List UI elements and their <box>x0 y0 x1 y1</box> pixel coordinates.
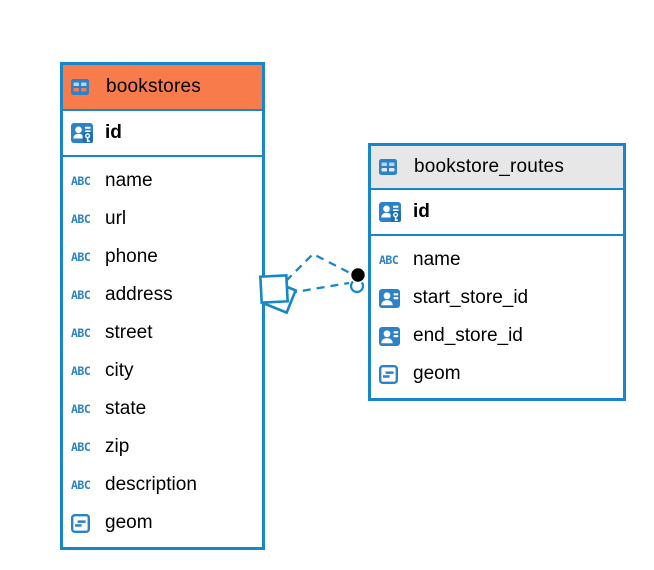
table-bookstore-routes-header[interactable]: bookstore_routes <box>371 146 623 188</box>
table-name: bookstores <box>106 76 201 97</box>
table-bookstore-routes[interactable]: bookstore_routes id <box>368 143 626 401</box>
field-name: url <box>105 208 127 229</box>
relation-line-upper[interactable] <box>285 252 353 282</box>
text-type-icon: ABC <box>71 440 91 454</box>
relation-source-diamond-marker[interactable] <box>258 273 298 315</box>
field-row[interactable]: geom <box>371 355 623 393</box>
field-name: geom <box>413 363 461 384</box>
field-name: geom <box>105 512 153 533</box>
reference-person-icon <box>379 326 405 346</box>
field-row[interactable]: start_store_id <box>371 279 623 317</box>
relation-line-lower[interactable] <box>288 281 350 295</box>
field-row[interactable]: ABC zip <box>63 428 262 466</box>
text-type-icon: ABC <box>71 288 91 302</box>
field-name: phone <box>105 246 158 267</box>
divider <box>63 155 262 157</box>
field-name: id <box>413 201 430 222</box>
field-row[interactable]: geom <box>63 504 262 542</box>
text-type-icon: ABC <box>71 364 91 378</box>
field-name: city <box>105 360 134 381</box>
field-row[interactable]: ABC state <box>63 390 262 428</box>
table-name: bookstore_routes <box>414 156 565 177</box>
field-name: end_store_id <box>413 325 523 346</box>
text-type-icon: ABC <box>71 212 91 226</box>
field-name: name <box>105 170 153 191</box>
table-bookstores[interactable]: bookstores id ABC <box>60 62 265 550</box>
field-name: address <box>105 284 173 305</box>
field-name: street <box>105 322 153 343</box>
text-type-icon: ABC <box>71 174 91 188</box>
field-name: zip <box>105 436 130 457</box>
text-type-icon: ABC <box>71 402 91 416</box>
field-row[interactable]: ABC description <box>63 466 262 504</box>
field-row[interactable]: ABC street <box>63 314 262 352</box>
table-icon <box>71 79 97 95</box>
field-row[interactable]: ABC address <box>63 276 262 314</box>
table-bookstores-header[interactable]: bookstores <box>63 65 262 109</box>
primary-key-icon <box>71 123 97 143</box>
field-name: id <box>105 122 122 143</box>
field-row-pk[interactable]: id <box>371 190 623 234</box>
divider <box>371 188 623 190</box>
field-row-pk[interactable]: id <box>63 111 262 155</box>
divider <box>63 109 262 111</box>
field-row[interactable]: ABC name <box>371 241 623 279</box>
field-list: ABC name start_store_id <box>371 236 623 398</box>
relation-target-circle-marker[interactable] <box>349 266 367 294</box>
field-name: state <box>105 398 147 419</box>
text-type-icon: ABC <box>71 326 91 340</box>
geometry-type-icon <box>379 364 405 384</box>
field-row[interactable]: ABC phone <box>63 238 262 276</box>
field-row[interactable]: ABC url <box>63 200 262 238</box>
field-row[interactable]: ABC city <box>63 352 262 390</box>
text-type-icon: ABC <box>71 250 91 264</box>
field-row[interactable]: end_store_id <box>371 317 623 355</box>
primary-key-icon <box>379 202 405 222</box>
field-list: ABC name ABC url ABC phone ABC address A… <box>63 157 262 547</box>
table-icon <box>379 159 405 175</box>
text-type-icon: ABC <box>71 478 91 492</box>
field-name: start_store_id <box>413 287 529 308</box>
field-name: name <box>413 249 461 270</box>
divider <box>371 234 623 236</box>
field-name: description <box>105 474 197 495</box>
geometry-type-icon <box>71 513 97 533</box>
text-type-icon: ABC <box>379 253 399 267</box>
reference-person-icon <box>379 288 405 308</box>
field-row[interactable]: ABC name <box>63 162 262 200</box>
